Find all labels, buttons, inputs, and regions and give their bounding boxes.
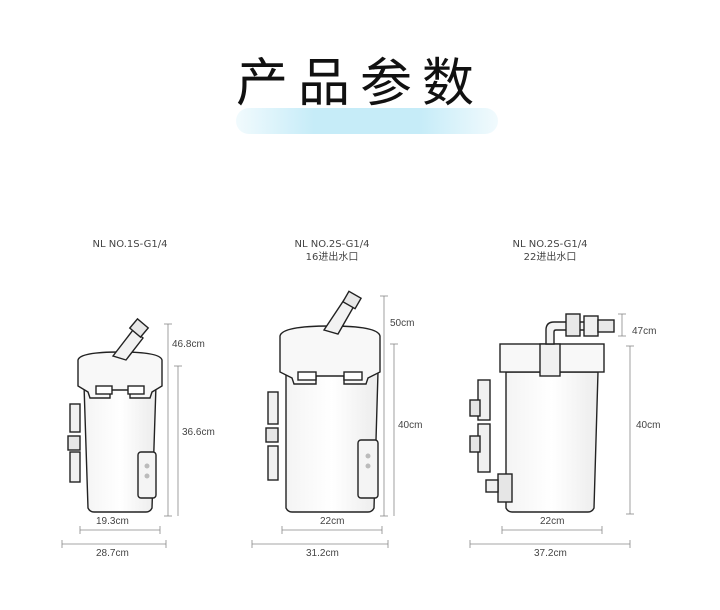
product-2-label: NL NO.2S-G1/4 16进出水口 <box>262 238 402 264</box>
product-2-body-width: 22cm <box>320 516 345 527</box>
product-3-dimension-lines <box>469 313 634 548</box>
product-2-subtitle: 16进出水口 <box>305 252 359 263</box>
product-3-body-width: 22cm <box>540 516 565 527</box>
product-1-drawing <box>67 317 163 513</box>
product-2-total-height: 50cm <box>390 318 415 329</box>
product-1-body-height: 36.6cm <box>182 427 215 438</box>
product-2-body-height: 40cm <box>398 420 423 431</box>
product-1-model: NL NO.1S-G1/4 <box>92 239 168 250</box>
page-title: 产品参数 <box>235 54 484 114</box>
product-1-dimension-lines <box>61 323 182 548</box>
product-2-drawing <box>265 290 381 513</box>
product-1-total-width: 28.7cm <box>96 548 129 559</box>
product-3-body-height: 40cm <box>636 420 661 431</box>
product-3-drawing <box>469 313 615 513</box>
product-3-label: NL NO.2S-G1/4 22进出水口 <box>480 238 620 264</box>
product-2-total-width: 31.2cm <box>306 548 339 559</box>
product-3-total-width: 37.2cm <box>534 548 567 559</box>
product-1-total-height: 46.8cm <box>172 339 205 350</box>
product-3-total-height: 47cm <box>632 326 657 337</box>
title-highlight <box>236 108 498 134</box>
product-3-model: NL NO.2S-G1/4 <box>512 239 588 250</box>
product-2-dimension-lines <box>251 295 398 548</box>
product-1-label: NL NO.1S-G1/4 <box>60 238 200 251</box>
product-2-model: NL NO.2S-G1/4 <box>294 239 370 250</box>
product-1-body-width: 19.3cm <box>96 516 129 527</box>
product-3-subtitle: 22进出水口 <box>523 252 577 263</box>
title-section: 产品参数 <box>0 40 720 140</box>
